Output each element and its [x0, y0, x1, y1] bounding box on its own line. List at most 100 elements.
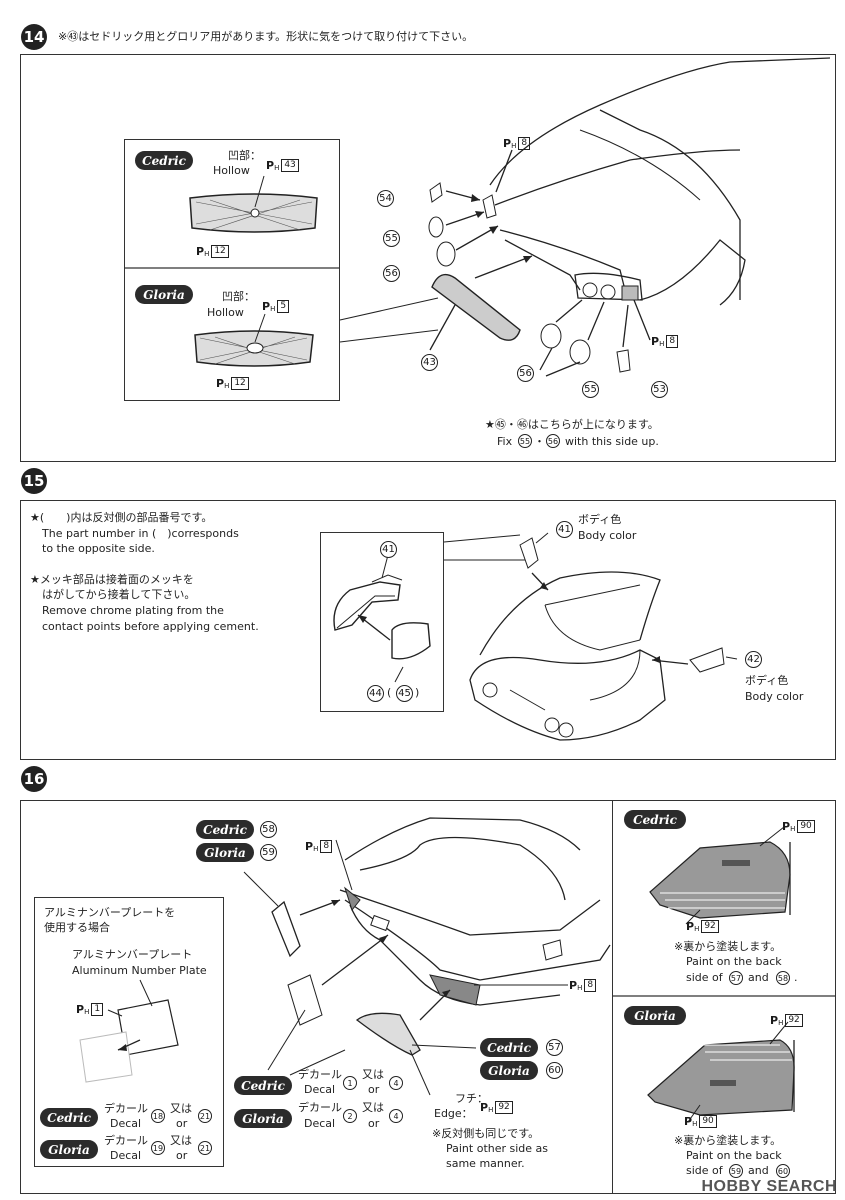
gloria-logo-badge: Gloria	[135, 285, 193, 304]
taillight-cedric-paint-jp: ※裏から塗装します。	[674, 940, 782, 953]
body-color-42-jp: ボディ色	[745, 674, 789, 687]
part-55-lower-label: 55	[582, 381, 599, 398]
step-16-badge: 16	[21, 766, 47, 792]
alu-cedric-decal-en: Decal	[110, 1117, 142, 1130]
edge-jp: フチ：	[455, 1092, 488, 1105]
step-14-panel	[20, 54, 836, 462]
cedric-logo-58: Cedric	[196, 820, 254, 839]
gloria-hollow-jp: 凹部：	[222, 290, 255, 303]
decal-cedric-logo: Cedric	[234, 1076, 292, 1095]
body-color-42-en: Body color	[745, 690, 804, 703]
decal-gloria-or-en: or	[368, 1117, 380, 1130]
taillight-gloria-paint-en-1: Paint on the back	[686, 1149, 782, 1162]
alu-title-2: 使用する場合	[44, 921, 110, 934]
body-color-41-jp: ボディ色	[578, 513, 622, 526]
step-15-badge: 15	[21, 468, 47, 494]
alu-gloria-decal-en: Decal	[110, 1149, 142, 1162]
part-56-label: 56	[383, 265, 400, 282]
fix-note-en-suffix: with this side up.	[565, 435, 659, 448]
part-54-label: 54	[377, 190, 394, 207]
grille-inset-panel	[124, 139, 340, 401]
part-41-label: 41	[556, 521, 573, 538]
opposite-en-2: same manner.	[446, 1157, 525, 1170]
alu-gloria-or-jp: 又は	[170, 1134, 192, 1147]
alu-plate-jp: アルミナンバープレート	[72, 948, 193, 961]
taillight-cedric-and: and	[748, 971, 769, 984]
alu-gloria-decal-jp: デカール	[104, 1134, 148, 1147]
step-14-badge: 14	[21, 24, 47, 50]
taillight-gloria-and: and	[748, 1164, 769, 1177]
fix-note-en-prefix: Fix	[497, 435, 513, 448]
alu-gloria-decal-num: 19	[151, 1141, 165, 1155]
taillight-paint-panel	[612, 800, 836, 1194]
taillight-gloria-part-60: 60	[776, 1164, 790, 1178]
part-45-label: 45	[396, 685, 413, 702]
alu-gloria-or-en: or	[176, 1149, 188, 1162]
decal-gloria-jp: デカール	[298, 1101, 342, 1114]
taillight-cedric-logo: Cedric	[624, 810, 686, 829]
taillight-cedric-part-58: 58	[776, 971, 790, 985]
chrome-note-en-1: Remove chrome plating from the	[42, 604, 224, 617]
taillight-cedric-paint-en-1: Paint on the back	[686, 955, 782, 968]
part-60-label: 60	[546, 1062, 563, 1079]
alu-cedric-or-en: or	[176, 1117, 188, 1130]
edge-en: Edge：	[434, 1107, 473, 1120]
chrome-note-jp-1: ★メッキ部品は接着面のメッキを	[30, 573, 194, 586]
taillight-gloria-part-59: 59	[729, 1164, 743, 1178]
step-15-panel	[20, 500, 836, 760]
alu-cedric-decal-jp: デカール	[104, 1102, 148, 1115]
decal-cedric-or-num: 4	[389, 1076, 403, 1090]
alu-cedric-decal-num: 18	[151, 1109, 165, 1123]
part-57-label: 57	[546, 1039, 563, 1056]
opposite-en-1: Paint other side as	[446, 1142, 549, 1155]
part-55-label: 55	[383, 230, 400, 247]
cedric-logo-badge: Cedric	[135, 151, 193, 170]
fix-part-55: 55	[518, 434, 532, 448]
part-43-label: 43	[421, 354, 438, 371]
body-color-41-en: Body color	[578, 529, 637, 542]
opposite-side-note-jp: ★( )内は反対側の部品番号です。	[30, 511, 213, 524]
alu-cedric-logo: Cedric	[40, 1108, 98, 1127]
alu-plate-en: Aluminum Number Plate	[72, 964, 207, 977]
decal-gloria-or-jp: 又は	[362, 1101, 384, 1114]
decal-cedric-num: 1	[343, 1076, 357, 1090]
part-58-label: 58	[260, 821, 277, 838]
opposite-jp: ※反対側も同じです。	[432, 1127, 540, 1140]
opposite-side-note-en-2: to the opposite side.	[42, 542, 155, 555]
decal-gloria-or-num: 4	[389, 1109, 403, 1123]
taillight-gloria-paint-jp: ※裏から塗装します。	[674, 1134, 782, 1147]
fix-part-56: 56	[546, 434, 560, 448]
decal-gloria-en: Decal	[304, 1117, 336, 1130]
taillight-cedric-part-57: 57	[729, 971, 743, 985]
fix-note-jp: ★㊺・㊻はこちらが上になります。	[485, 418, 659, 431]
cedric-hollow-en: Hollow	[213, 164, 250, 177]
hobby-search-watermark: HOBBY SEARCH	[701, 1178, 837, 1195]
inset-part-41-label: 41	[380, 541, 397, 558]
decal-gloria-logo: Gloria	[234, 1109, 292, 1128]
part-42-label: 42	[745, 651, 762, 668]
part-44-label: 44	[367, 685, 384, 702]
chrome-note-en-2: contact points before applying cement.	[42, 620, 259, 633]
aluminum-plate-panel	[34, 897, 224, 1167]
alu-title-1: アルミナンバープレートを	[44, 906, 176, 919]
alu-gloria-or-num: 21	[198, 1141, 212, 1155]
opposite-side-note-en-1: The part number in ( )corresponds	[42, 527, 239, 540]
alu-cedric-or-jp: 又は	[170, 1102, 192, 1115]
step-14-note: ※㊸はセドリック用とグロリア用があります。形状に気をつけて取り付けて下さい。	[58, 30, 474, 43]
cedric-hollow-jp: 凹部：	[228, 149, 261, 162]
decal-cedric-or-jp: 又は	[362, 1068, 384, 1081]
part-53-label: 53	[651, 381, 668, 398]
alu-gloria-logo: Gloria	[40, 1140, 98, 1159]
